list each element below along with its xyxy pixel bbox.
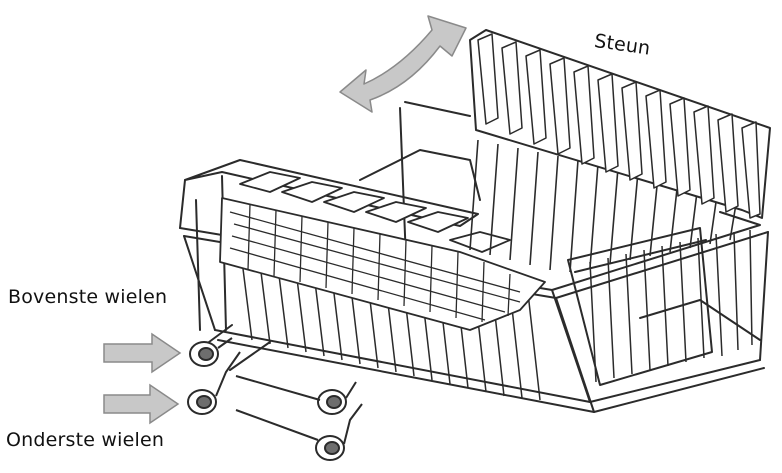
lower-wheel-icon — [187, 389, 217, 415]
middle-wheel-icon — [317, 389, 347, 415]
lower-wheels-label: Onderste wielen — [6, 429, 165, 451]
upper-wheels-pointer-icon — [103, 332, 182, 374]
wheel-brackets — [215, 337, 363, 445]
lower-wheels-pointer-icon — [103, 383, 180, 425]
support-comb — [469, 29, 771, 219]
rack-tines — [469, 139, 739, 273]
cutlery-tray — [219, 171, 546, 331]
upper-wheel-icon — [189, 341, 219, 367]
rotation-arrow-icon — [339, 15, 467, 113]
upper-wheels-label: Bovenste wielen — [8, 286, 168, 308]
front-wheel-icon — [315, 435, 345, 461]
cutlery-tray-slots — [229, 203, 521, 323]
basket-wires — [239, 229, 753, 401]
support-comb-teeth — [477, 33, 761, 219]
